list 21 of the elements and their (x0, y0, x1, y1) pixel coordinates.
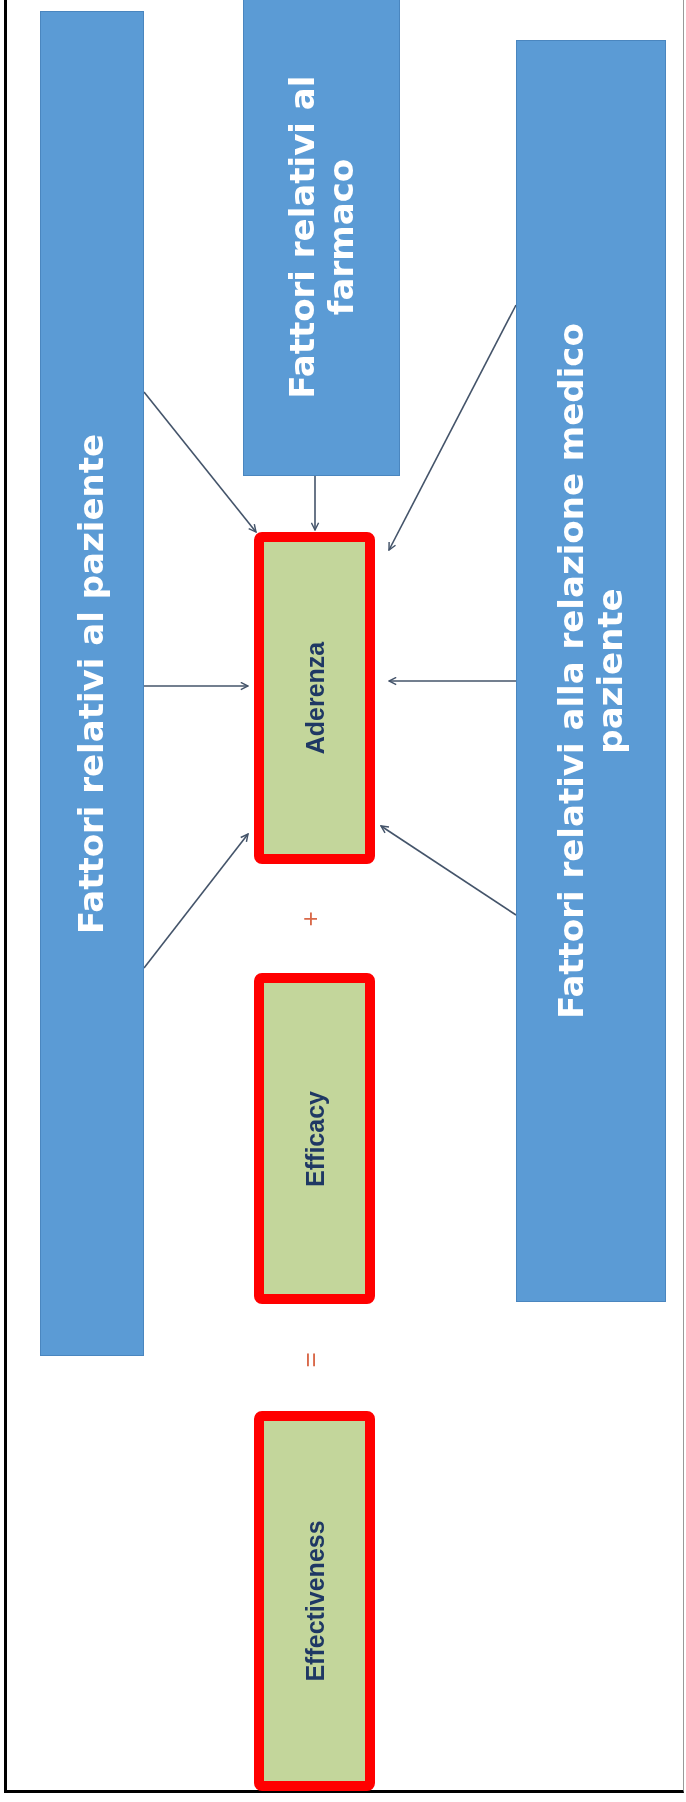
arrow (380, 825, 517, 916)
factor-box (516, 40, 666, 1302)
factor-box (243, 0, 400, 476)
box-label: Effectiveness (300, 1520, 329, 1682)
arrow (143, 833, 249, 969)
arrow (388, 676, 517, 686)
arrow (143, 391, 257, 533)
arrow (143, 681, 249, 691)
arrow (310, 475, 320, 531)
box-label: Fattori relativi alla relazione medico paziente (551, 322, 631, 1021)
box-label: Fattori relativi al farmaco (282, 74, 361, 401)
arrow (388, 304, 517, 551)
result-box (254, 532, 375, 864)
factor-box (40, 11, 144, 1356)
box-label: Aderenza (300, 641, 329, 755)
operator-sign: = (297, 1352, 323, 1368)
result-box (254, 973, 375, 1304)
box-label: Efficacy (300, 1090, 329, 1187)
result-box (254, 1411, 375, 1791)
box-label: Fattori relativi al paziente (72, 432, 112, 936)
operator-sign: + (297, 911, 323, 927)
